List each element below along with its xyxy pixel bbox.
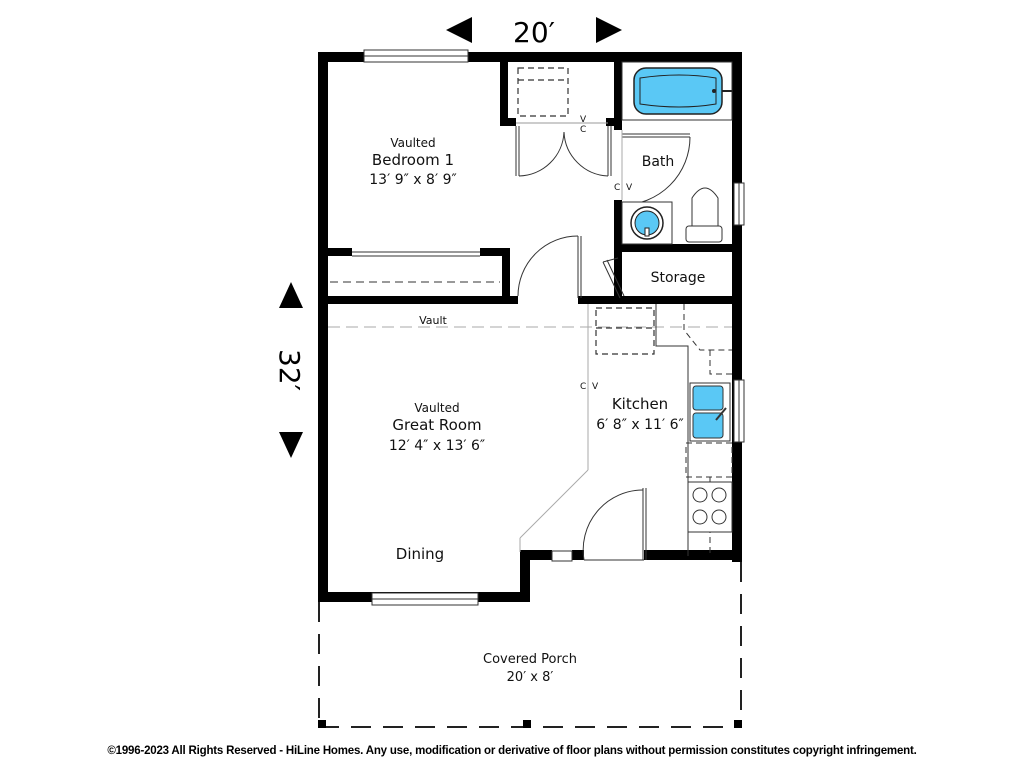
kitchen-cv-v: V [592,382,599,392]
bedroom-closet [330,251,500,283]
vent [551,550,573,562]
closet-fixtures [517,67,569,117]
room-dining: Dining [396,545,444,563]
room-storage: Storage [651,270,706,286]
room-porch: Covered Porch 20′ x 8′ [483,652,577,685]
stove [687,481,733,533]
toilet [685,187,723,243]
depth-dimension: 32′ [273,282,306,458]
width-label: 20′ [513,16,555,49]
windows [363,49,745,606]
great-room-size: 12′ 4″ x 13′ 6″ [389,438,485,454]
vault-label: Vault [419,314,447,327]
room-great-room: Vaulted Great Room 12′ 4″ x 13′ 6″ [389,401,485,454]
arrow-right-icon [596,17,622,43]
depth-label: 32′ [273,349,306,391]
closet-cv-c: C [580,125,586,135]
kitchen-sink [689,382,731,442]
bedroom-door [517,235,582,298]
bedroom-note: Vaulted [390,136,435,150]
width-dimension: 20′ [446,16,622,49]
kitchen-cv-c: C [580,382,586,392]
kitchen-table [595,307,655,355]
kitchen-name: Kitchen [612,395,668,413]
closet-cv-v: V [580,115,587,125]
porch-name: Covered Porch [483,652,577,667]
room-bedroom: Vaulted Bedroom 1 13′ 9″ x 8′ 9″ [369,136,456,188]
porch-size: 20′ x 8′ [507,670,554,685]
copyright-footer: ©1996-2023 All Rights Reserved - HiLine … [107,745,917,757]
arrow-left-icon [446,17,472,43]
closet-doors [515,126,612,177]
storage-door [602,257,625,299]
bath-cv-v: V [626,183,633,193]
bedroom-name: Bedroom 1 [372,151,454,169]
entry-door [582,488,647,561]
kitchen-size: 6′ 8″ x 11′ 6″ [596,417,683,433]
bedroom-size: 13′ 9″ x 8′ 9″ [369,172,456,188]
room-bath: Bath [642,154,675,170]
bath-cv-c: C [614,183,620,193]
great-room-note: Vaulted [414,401,459,415]
porch-posts [318,720,742,728]
bathtub [621,61,733,121]
room-kitchen: Kitchen 6′ 8″ x 11′ 6″ [596,395,683,433]
arrow-down-icon [279,432,303,458]
interior-walls [318,62,742,304]
arrow-up-icon [279,282,303,308]
great-room-name: Great Room [392,416,481,434]
bath-sink [621,201,673,245]
